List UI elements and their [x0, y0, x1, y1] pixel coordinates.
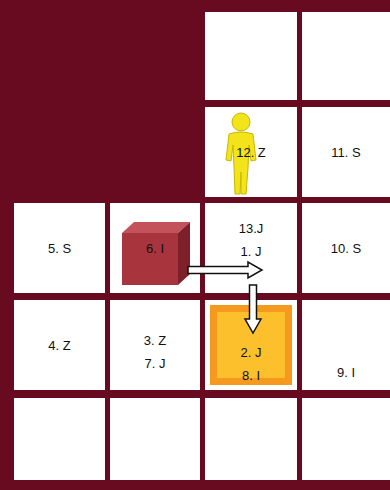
board-cell-label: 6. I: [110, 203, 200, 293]
move-label: 10. S: [331, 241, 361, 256]
move-label: 6. I: [146, 241, 164, 256]
board-cell-label: 11. S: [302, 107, 390, 197]
board-cell: [302, 12, 390, 100]
board-cell: [205, 398, 297, 480]
move-label: 7. J: [145, 356, 166, 371]
move-label: 4. Z: [48, 338, 70, 353]
move-label: 12. Z: [236, 145, 266, 160]
board-cell: [110, 398, 200, 480]
move-label: 2. J: [241, 345, 262, 360]
move-label: 8. I: [242, 368, 260, 383]
board-cell-label: 5. S: [14, 203, 105, 293]
move-label: 9. I: [337, 365, 355, 380]
board-cell-label: 9. I: [302, 300, 390, 390]
move-label: 1. J: [241, 244, 262, 259]
move-label: 5. S: [48, 241, 71, 256]
push-arrow: [245, 285, 261, 333]
board-cell-label: 12. Z: [205, 107, 297, 197]
board-cell-label: 3. Z 7. J: [110, 300, 200, 390]
board-cell-label: 4. Z: [14, 300, 105, 390]
board-cell-label: 13.J 1. J: [205, 203, 297, 293]
push-arrow: [188, 262, 262, 278]
move-label: 13.J: [239, 221, 264, 236]
move-label: 11. S: [331, 145, 360, 160]
board-cell: [302, 398, 390, 480]
board-cell-label: 10. S: [302, 203, 390, 293]
board-cell-label: 2. J 8. I: [205, 300, 297, 390]
crate-cube: [122, 222, 190, 285]
board-cell: [14, 398, 105, 480]
move-label: 3. Z: [144, 333, 166, 348]
board-cell: [205, 12, 297, 100]
